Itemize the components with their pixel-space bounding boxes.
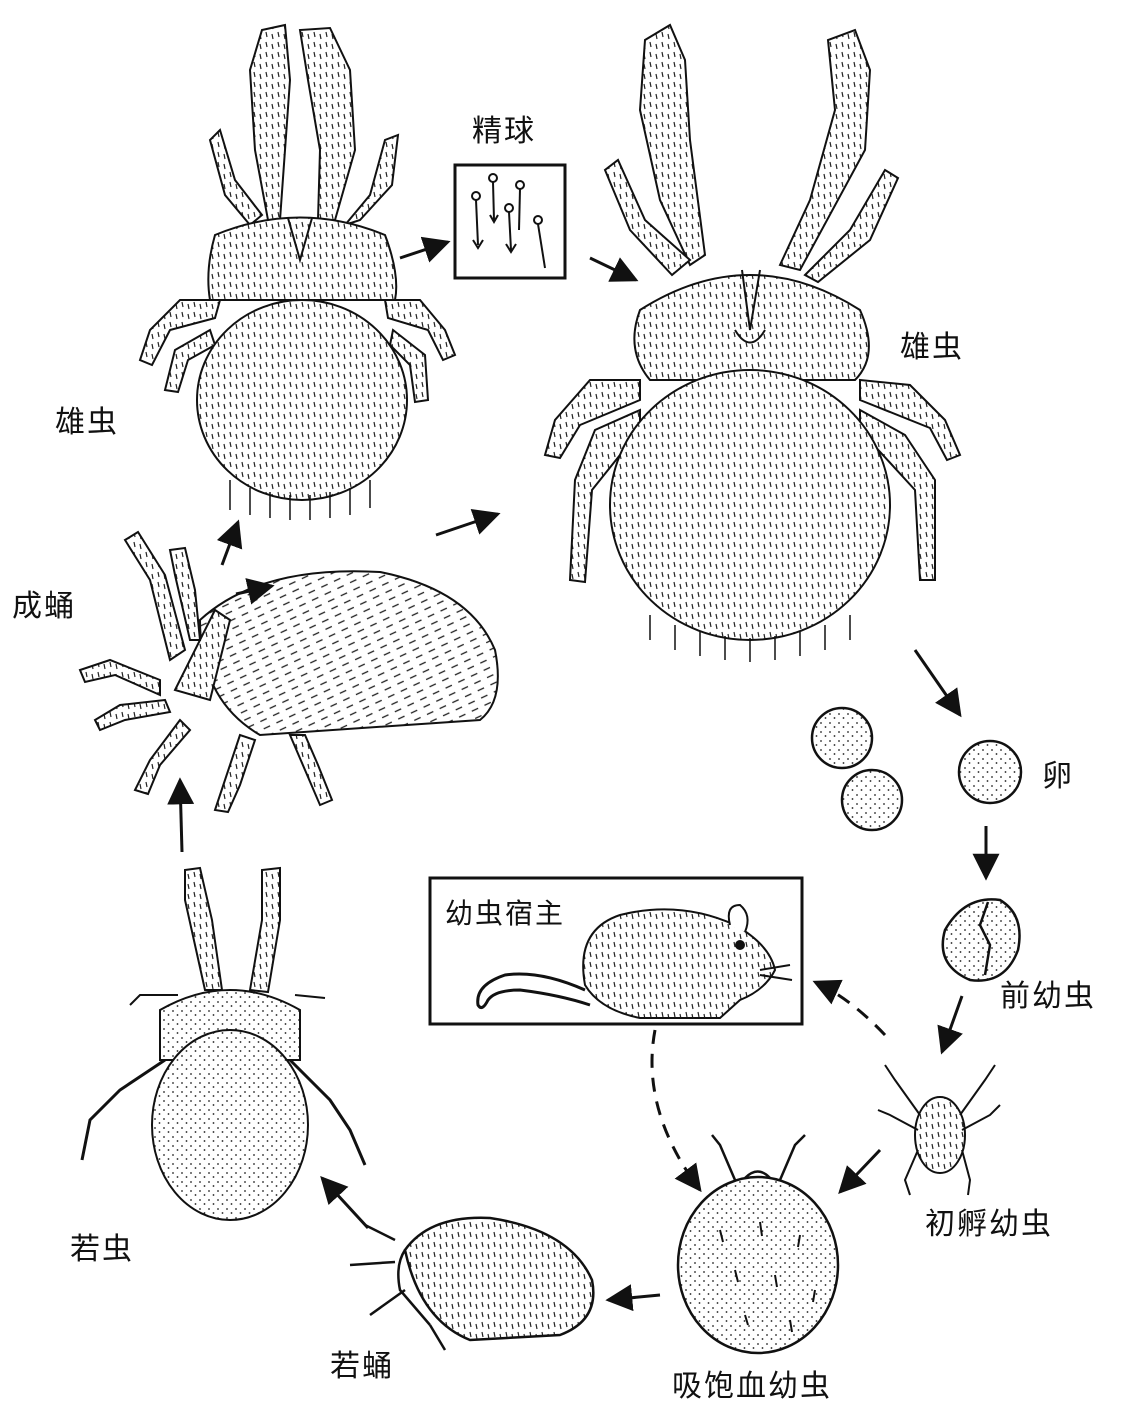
label-hatched-larva: 初孵幼虫 xyxy=(925,1210,1053,1240)
adult-pupa xyxy=(80,532,498,812)
label-male-left: 雄虫 xyxy=(55,408,119,438)
label-egg: 卵 xyxy=(1042,762,1074,792)
label-nymph-pupa: 若蛹 xyxy=(330,1352,394,1382)
eggs xyxy=(812,708,1021,830)
label-male-right: 雄虫 xyxy=(900,333,964,363)
engorged-larva xyxy=(678,1135,838,1353)
label-nymph: 若虫 xyxy=(70,1235,134,1265)
label-prelarva: 前幼虫 xyxy=(1000,982,1096,1012)
label-larval-host: 幼虫宿主 xyxy=(445,900,565,928)
male-mite-left xyxy=(140,25,455,500)
label-engorged-larva: 吸饱血幼虫 xyxy=(672,1372,832,1402)
spermatophore-box xyxy=(455,165,565,278)
male-mite-right xyxy=(545,25,960,640)
prelarva xyxy=(943,899,1020,980)
nymphal-pupa xyxy=(350,1218,593,1350)
nymph xyxy=(82,868,365,1220)
label-adult-pupa: 成蛹 xyxy=(12,592,76,622)
newly-hatched-larva xyxy=(878,1065,1000,1195)
label-spermatophore: 精球 xyxy=(472,117,536,147)
